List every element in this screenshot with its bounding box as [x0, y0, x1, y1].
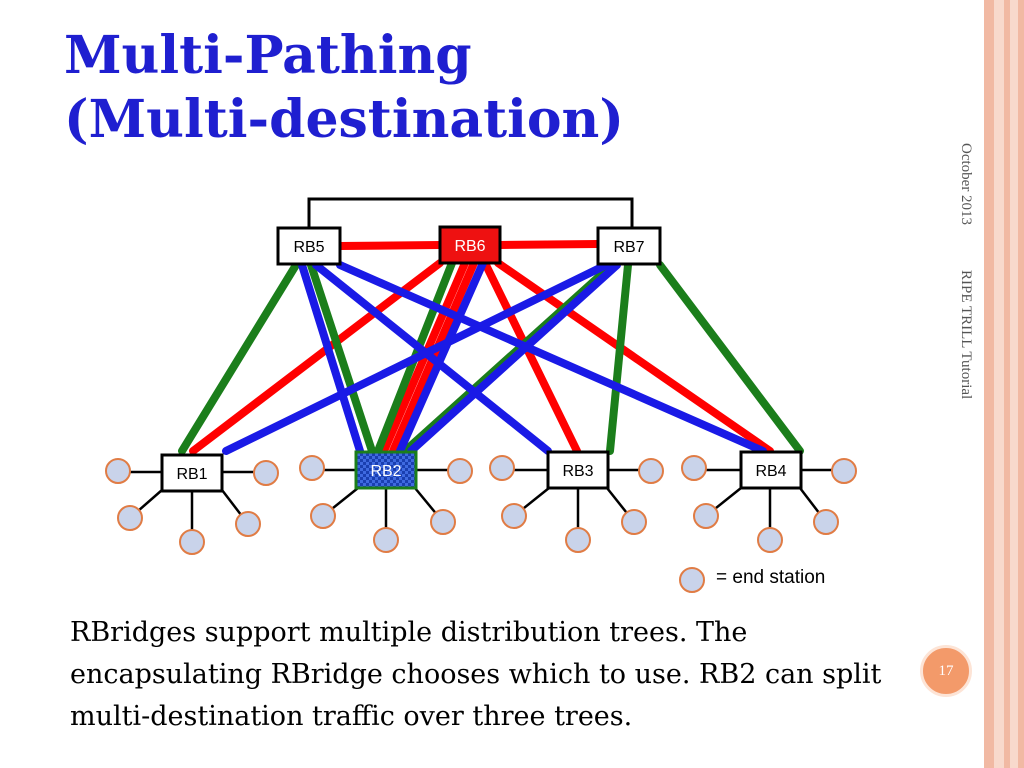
node-label-rb3: RB3 [562, 463, 593, 480]
end-station [373, 527, 399, 553]
node-rb4: RB4 [739, 450, 803, 490]
blue-link-rb6-rb2 [396, 259, 487, 455]
end-station [638, 458, 664, 484]
node-rb6: RB6 [438, 225, 502, 265]
decorative-side-strip [984, 0, 1024, 768]
title-line-1: Multi-Pathing [64, 25, 472, 86]
end-station [447, 458, 473, 484]
end-station [621, 509, 647, 535]
end-station [310, 503, 336, 529]
blue-link-rb7-rb2 [407, 261, 621, 455]
end-station [489, 455, 515, 481]
page-number: 17 [938, 662, 954, 679]
green-link-rb5-rb1 [178, 261, 300, 455]
legend-end-station-icon [679, 567, 705, 593]
green-link-rb7-rb3 [606, 261, 632, 455]
node-rb3: RB3 [546, 450, 610, 490]
node-rb5: RB5 [276, 226, 342, 266]
rb3-cluster [489, 455, 664, 553]
node-label-rb2: RB2 [370, 463, 401, 480]
node-label-rb5: RB5 [293, 239, 324, 256]
blue-link-rb5-rb3 [312, 261, 552, 455]
node-label-rb6: RB6 [454, 238, 485, 255]
blue-tree [222, 259, 767, 455]
end-station [253, 460, 279, 486]
end-station [813, 509, 839, 535]
body-paragraph: RBridges support multiple distribution t… [70, 617, 882, 732]
red-link-rb6-rb3 [481, 259, 581, 455]
red-link-rb6-rb7 [496, 240, 602, 249]
end-station [235, 511, 261, 537]
end-station [757, 527, 783, 553]
node-label-rb4: RB4 [755, 463, 786, 480]
end-station [299, 455, 325, 481]
end-station [681, 455, 707, 481]
node-rb2: RB2 [354, 450, 418, 490]
node-label-rb7: RB7 [613, 239, 644, 256]
end-station [430, 509, 456, 535]
page-number-badge: 17 [920, 645, 972, 697]
end-station [565, 527, 591, 553]
end-station [105, 458, 131, 484]
legend-label: = end station [716, 567, 825, 588]
end-station [117, 505, 143, 531]
node-label-rb1: RB1 [176, 466, 207, 483]
green-link-rb5-rb2 [307, 261, 376, 455]
blue-link-rb7-rb1 [222, 261, 610, 455]
end-station [693, 503, 719, 529]
legend: = end station [679, 567, 825, 593]
node-rb1: RB1 [160, 453, 224, 493]
blue-link-rb5-rb4 [336, 261, 767, 455]
title-line-2: (Multi-destination) [64, 89, 624, 150]
green-link-rb7-rb4 [656, 261, 804, 455]
link-rb5-rb7 [307, 197, 634, 228]
red-link-rb5-rb6 [336, 241, 444, 250]
blue-link-rb5-rb2 [298, 261, 364, 455]
end-station [501, 503, 527, 529]
end-station [179, 529, 205, 555]
node-rb7: RB7 [596, 226, 662, 266]
end-station [831, 458, 857, 484]
